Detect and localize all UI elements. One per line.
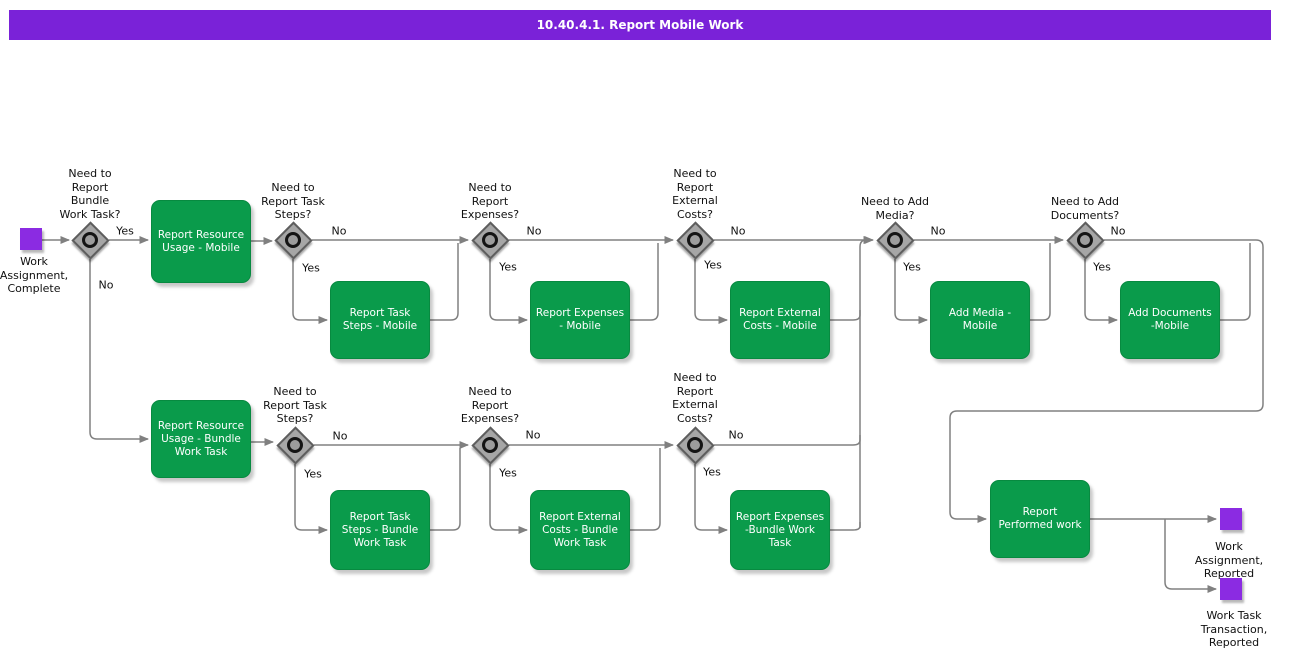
flow-connector	[630, 243, 659, 321]
branch-label-no: No	[1110, 224, 1126, 238]
flow-connector	[830, 522, 861, 531]
diagram-title: 10.40.4.1. Report Mobile Work	[536, 18, 744, 32]
branch-label-no: No	[525, 428, 541, 442]
decision-need-to-report-bundle-work-task-label: Need to Report Bundle Work Task?	[59, 167, 121, 221]
flow-connector	[694, 259, 728, 324]
branch-label-no: No	[728, 428, 744, 442]
decision-need-to-add-documents-label: Need to Add Documents?	[1050, 195, 1120, 222]
branch-label-yes: Yes	[499, 466, 517, 480]
decision-circle-icon	[482, 437, 498, 453]
decision-circle-icon	[482, 232, 498, 248]
task-report-resource-usage-mobile[interactable]: Report Resource Usage - Mobile	[151, 200, 251, 283]
branch-label-no: No	[930, 224, 946, 238]
decision-circle-icon	[1077, 232, 1093, 248]
decision-need-to-add-documents	[1065, 220, 1105, 260]
flow-connector	[694, 464, 728, 534]
branch-label-yes: Yes	[499, 260, 517, 274]
branch-label-no: No	[332, 429, 348, 443]
decision-need-to-report-bundle-work-task	[70, 220, 110, 260]
decision-need-to-report-external-costs	[675, 220, 715, 260]
branch-label-no: No	[730, 224, 746, 238]
branch-label-no: No	[526, 224, 542, 238]
task-report-resource-usage-bundle-work-task[interactable]: Report Resource Usage - Bundle Work Task	[151, 400, 251, 478]
branch-label-yes: Yes	[703, 465, 721, 479]
decision-circle-icon	[687, 437, 703, 453]
start-event-work-assignment-complete[interactable]	[20, 228, 42, 250]
diagram-title-bar: 10.40.4.1. Report Mobile Work	[9, 10, 1271, 40]
decision-need-to-report-external-costs-bundle	[675, 425, 715, 465]
decision-need-to-report-expenses-bundle-label: Need to Report Expenses?	[460, 385, 520, 425]
flow-connector	[489, 259, 528, 324]
flow-connector	[1030, 243, 1051, 321]
decision-need-to-report-external-costs-bundle-label: Need to Report External Costs?	[672, 371, 718, 425]
decision-circle-icon	[287, 437, 303, 453]
end-event-work-assignment-reported[interactable]	[1220, 508, 1242, 530]
decision-circle-icon	[285, 232, 301, 248]
end-event-work-task-transaction-reported[interactable]	[1220, 578, 1242, 600]
flow-connector	[292, 259, 328, 324]
decision-need-to-report-expenses-bundle	[470, 425, 510, 465]
decision-need-to-add-media-label: Need to Add Media?	[860, 195, 930, 222]
branch-label-yes: Yes	[704, 258, 722, 272]
task-report-expenses-mobile[interactable]: Report Expenses - Mobile	[530, 281, 630, 359]
flow-connector	[1084, 259, 1118, 324]
branch-label-yes: Yes	[116, 224, 134, 238]
task-report-task-steps-mobile[interactable]: Report Task Steps - Mobile	[330, 281, 430, 359]
decision-need-to-report-task-steps-bundle	[275, 425, 315, 465]
decision-need-to-report-external-costs-label: Need to Report External Costs?	[672, 167, 718, 221]
branch-label-yes: Yes	[903, 260, 921, 274]
decision-need-to-report-task-steps-bundle-label: Need to Report Task Steps?	[263, 385, 327, 425]
flow-connector	[1220, 243, 1251, 321]
flow-connector	[89, 259, 149, 443]
task-report-task-steps-bundle-work-task[interactable]: Report Task Steps - Bundle Work Task	[330, 490, 430, 570]
flow-connector	[949, 239, 1264, 523]
flow-connector	[430, 448, 461, 531]
branch-label-yes: Yes	[1093, 260, 1111, 274]
branch-label-yes: Yes	[302, 261, 320, 275]
decision-need-to-report-task-steps	[273, 220, 313, 260]
branch-label-no: No	[331, 224, 347, 238]
task-report-performed-work[interactable]: Report Performed work	[990, 480, 1090, 558]
flow-connector	[294, 464, 328, 534]
flow-connector	[430, 243, 459, 321]
end-event-work-assignment-reported-label: Work Assignment, Reported	[1194, 540, 1264, 580]
task-add-media-mobile[interactable]: Add Media - Mobile	[930, 281, 1030, 359]
flow-connector	[830, 310, 861, 321]
task-report-expenses-bundle-work-task[interactable]: Report Expenses -Bundle Work Task	[730, 490, 830, 570]
flow-connector	[714, 435, 861, 446]
branch-label-yes: Yes	[304, 467, 322, 481]
decision-circle-icon	[82, 232, 98, 248]
branch-label-no: No	[98, 278, 114, 292]
start-event-work-assignment-complete-label: Work Assignment, Complete	[0, 255, 69, 295]
flow-connector	[894, 259, 928, 324]
flow-connector	[859, 236, 873, 528]
task-report-external-costs-mobile[interactable]: Report External Costs - Mobile	[730, 281, 830, 359]
task-add-documents-mobile[interactable]: Add Documents -Mobile	[1120, 281, 1220, 359]
flow-connector	[630, 448, 661, 531]
task-report-external-costs-bundle-work-task[interactable]: Report External Costs - Bundle Work Task	[530, 490, 630, 570]
decision-circle-icon	[687, 232, 703, 248]
decision-circle-icon	[887, 232, 903, 248]
decision-need-to-report-expenses	[470, 220, 510, 260]
decision-need-to-report-task-steps-label: Need to Report Task Steps?	[261, 181, 325, 221]
decision-need-to-report-expenses-label: Need to Report Expenses?	[460, 181, 520, 221]
flow-connector	[1164, 519, 1217, 593]
decision-need-to-add-media	[875, 220, 915, 260]
flow-connector	[489, 464, 528, 534]
end-event-work-task-transaction-reported-label: Work Task Transaction, Reported	[1200, 609, 1268, 649]
